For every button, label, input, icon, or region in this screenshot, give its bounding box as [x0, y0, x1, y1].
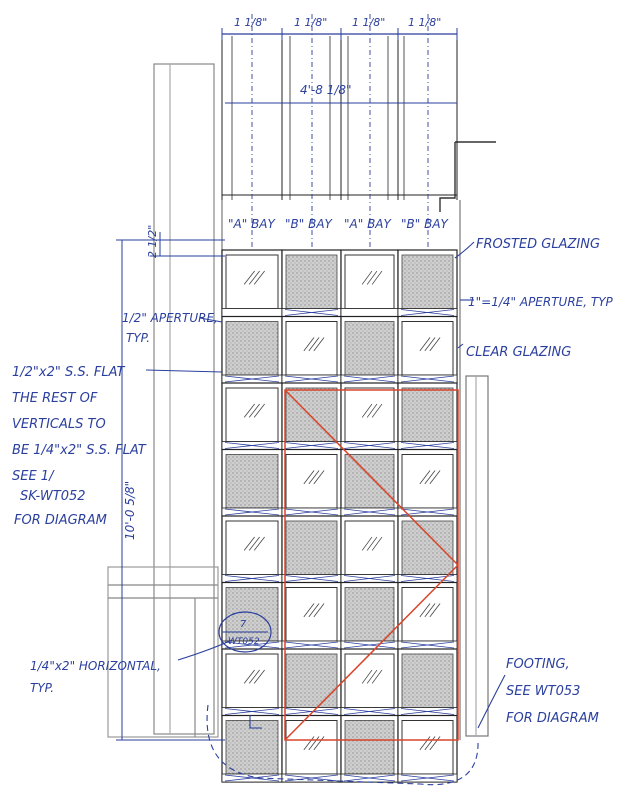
footing-line: SEE WT053: [506, 684, 580, 699]
bay-label-3: "A" BAY: [344, 217, 393, 231]
dim-top-3: 1 1/8": [352, 16, 385, 29]
note-clear-glazing: CLEAR GLAZING: [466, 345, 571, 360]
clear-panel: [221, 515, 283, 584]
detail-bubble: 7 WT052: [218, 611, 272, 653]
flat-line: FOR DIAGRAM: [14, 513, 107, 528]
dim-overall-width: 4'-8 1/8": [300, 83, 352, 97]
note-horizontal: 1/4"x2" HORIZONTAL, TYP.: [30, 659, 161, 695]
note-footing: FOOTING, SEE WT053 FOR DIAGRAM: [506, 657, 599, 726]
dim-small-height: 2 1/2": [146, 225, 159, 258]
glazing-grid: [221, 249, 458, 783]
note-aperture-left-typ: TYP.: [126, 331, 150, 345]
horizontal-line: TYP.: [30, 681, 54, 695]
footing-line: FOR DIAGRAM: [506, 711, 599, 726]
frosted-panel: [221, 714, 283, 783]
flat-line: 1/2"x2" S.S. FLAT: [12, 365, 126, 380]
clear-panel: [340, 515, 399, 584]
clear-panel: [221, 648, 283, 717]
bay-labels: "A" BAY "B" BAY "A" BAY "B" BAY: [228, 217, 450, 231]
dim-left-height: 10'-0 5/8": [123, 481, 137, 540]
frosted-panel: [397, 249, 458, 318]
flat-line: BE 1/4"x2" S.S. FLAT: [12, 443, 147, 458]
bubble-top: 7: [240, 619, 247, 630]
note-aperture-left: 1/2" APERTURE,: [122, 311, 218, 325]
frosted-panel: [397, 515, 458, 584]
frosted-panel: [340, 581, 399, 650]
clear-panel: [221, 249, 283, 318]
dim-top-2: 1 1/8": [294, 16, 327, 29]
flat-line: THE REST OF: [12, 391, 98, 406]
clear-panel: [281, 714, 342, 783]
clear-panel: [281, 315, 342, 384]
dim-top-4: 1 1/8": [408, 16, 441, 29]
clear-panel: [397, 448, 458, 517]
clear-panel: [397, 581, 458, 650]
frosted-panel: [221, 315, 283, 384]
frosted-panel: [340, 315, 399, 384]
footing-line: FOOTING,: [506, 657, 570, 672]
frosted-panel: [281, 515, 342, 584]
left-dimension: [116, 232, 225, 741]
clear-panel: [281, 581, 342, 650]
note-aperture-typ-right: 1"=1/4" APERTURE, TYP: [468, 295, 614, 309]
clear-panel: [340, 382, 399, 451]
leaders: [145, 241, 506, 729]
red-bracing: [284, 389, 459, 741]
flat-line: SEE 1/: [12, 469, 55, 484]
bay-label-2: "B" BAY: [285, 217, 334, 231]
frosted-panel: [281, 249, 342, 318]
frosted-panel: [397, 648, 458, 717]
frosted-panel: [340, 714, 399, 783]
frosted-panel: [340, 448, 399, 517]
clear-panel: [340, 249, 399, 318]
clear-panel: [397, 714, 458, 783]
frosted-panel: [221, 448, 283, 517]
bay-label-1: "A" BAY: [228, 217, 277, 231]
upper-frame: [221, 36, 458, 200]
footing-outline: [206, 704, 479, 786]
frosted-panel: [397, 382, 458, 451]
clear-panel: [281, 448, 342, 517]
dim-top-1: 1 1/8": [234, 16, 267, 29]
note-frosted-glazing: FROSTED GLAZING: [476, 237, 600, 252]
clear-panel: [221, 382, 283, 451]
note-flat: 1/2"x2" S.S. FLAT THE REST OF VERTICALS …: [12, 365, 147, 528]
horizontal-line: 1/4"x2" HORIZONTAL,: [30, 659, 161, 673]
bubble-bottom: WT052: [228, 637, 260, 647]
flat-line: VERTICALS TO: [12, 417, 106, 432]
frosted-panel: [281, 648, 342, 717]
flat-line: SK-WT052: [20, 489, 86, 504]
bay-label-4: "B" BAY: [401, 217, 450, 231]
clear-panel: [397, 315, 458, 384]
clear-panel: [340, 648, 399, 717]
top-dimension: 1 1/8" 1 1/8" 1 1/8" 1 1/8" 4'-8 1/8": [221, 14, 458, 250]
